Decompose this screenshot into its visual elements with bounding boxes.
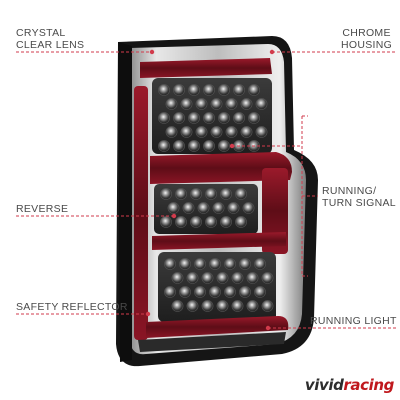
label-safety-reflector: SAFETY REFLECTOR xyxy=(16,301,128,313)
led xyxy=(240,126,253,138)
led xyxy=(205,216,217,228)
led xyxy=(186,300,199,312)
led xyxy=(179,286,191,298)
led xyxy=(180,126,193,138)
led xyxy=(239,258,251,270)
led xyxy=(233,84,245,96)
bottom-red-bar xyxy=(146,316,289,338)
callout-dot xyxy=(145,311,151,317)
led xyxy=(171,300,184,312)
callout-dot xyxy=(149,49,155,55)
lower-red-band xyxy=(152,232,286,250)
led xyxy=(165,126,178,138)
led xyxy=(248,112,260,124)
led xyxy=(188,140,200,152)
led xyxy=(225,98,238,110)
middle-red-band xyxy=(150,152,292,184)
led xyxy=(203,84,215,96)
led xyxy=(175,188,187,200)
label-reverse: REVERSE xyxy=(16,203,69,215)
led xyxy=(164,258,176,270)
led xyxy=(254,286,266,298)
led xyxy=(216,300,229,312)
led xyxy=(165,98,178,110)
led xyxy=(218,84,230,96)
led xyxy=(186,272,199,284)
led xyxy=(255,98,268,110)
led xyxy=(248,84,260,96)
led xyxy=(180,98,193,110)
led xyxy=(160,188,172,200)
label-crystal-clear-lens: CRYSTAL CLEAR LENS xyxy=(16,27,85,51)
led xyxy=(190,216,202,228)
led xyxy=(261,300,274,312)
led xyxy=(220,188,232,200)
led xyxy=(239,286,251,298)
led xyxy=(167,202,180,214)
led xyxy=(242,202,255,214)
led xyxy=(182,202,195,214)
led xyxy=(246,272,259,284)
led xyxy=(224,258,236,270)
led xyxy=(164,286,176,298)
label-running-light: RUNNING LIGHT xyxy=(310,315,397,327)
led xyxy=(212,202,225,214)
led xyxy=(203,112,215,124)
led xyxy=(210,126,223,138)
led xyxy=(171,272,184,284)
led xyxy=(235,188,247,200)
led xyxy=(190,188,202,200)
label-running-turn-signal: RUNNING/ TURN SIGNAL xyxy=(322,185,396,209)
led xyxy=(201,300,214,312)
led xyxy=(233,112,245,124)
led xyxy=(195,98,208,110)
led xyxy=(218,140,230,152)
led xyxy=(235,216,247,228)
led xyxy=(218,112,230,124)
led xyxy=(175,216,187,228)
led xyxy=(225,126,238,138)
led xyxy=(246,300,259,312)
led xyxy=(205,188,217,200)
led xyxy=(210,98,223,110)
led xyxy=(158,112,170,124)
callout-dot xyxy=(265,325,271,331)
led xyxy=(216,272,229,284)
led xyxy=(195,126,208,138)
led xyxy=(261,272,274,284)
led xyxy=(194,286,206,298)
led xyxy=(227,202,240,214)
led xyxy=(231,272,244,284)
led xyxy=(188,112,200,124)
led xyxy=(173,84,185,96)
led xyxy=(220,216,232,228)
led xyxy=(194,258,206,270)
top-red-band xyxy=(140,58,272,78)
led xyxy=(179,258,191,270)
led xyxy=(209,258,221,270)
led xyxy=(255,126,268,138)
callout-dot xyxy=(171,213,177,219)
led xyxy=(197,202,210,214)
led xyxy=(158,140,170,152)
callout-dot xyxy=(269,49,275,55)
led xyxy=(173,140,185,152)
led xyxy=(201,272,214,284)
led xyxy=(254,258,266,270)
vividracing-logo: vividracing xyxy=(304,376,395,394)
led xyxy=(173,112,185,124)
callout-dot xyxy=(229,143,235,149)
led xyxy=(188,84,200,96)
label-chrome-housing: CHROME HOUSING xyxy=(341,27,393,51)
led xyxy=(240,98,253,110)
led xyxy=(203,140,215,152)
led xyxy=(231,300,244,312)
red-side-bar xyxy=(134,86,148,340)
led xyxy=(209,286,221,298)
led xyxy=(224,286,236,298)
led xyxy=(158,84,170,96)
